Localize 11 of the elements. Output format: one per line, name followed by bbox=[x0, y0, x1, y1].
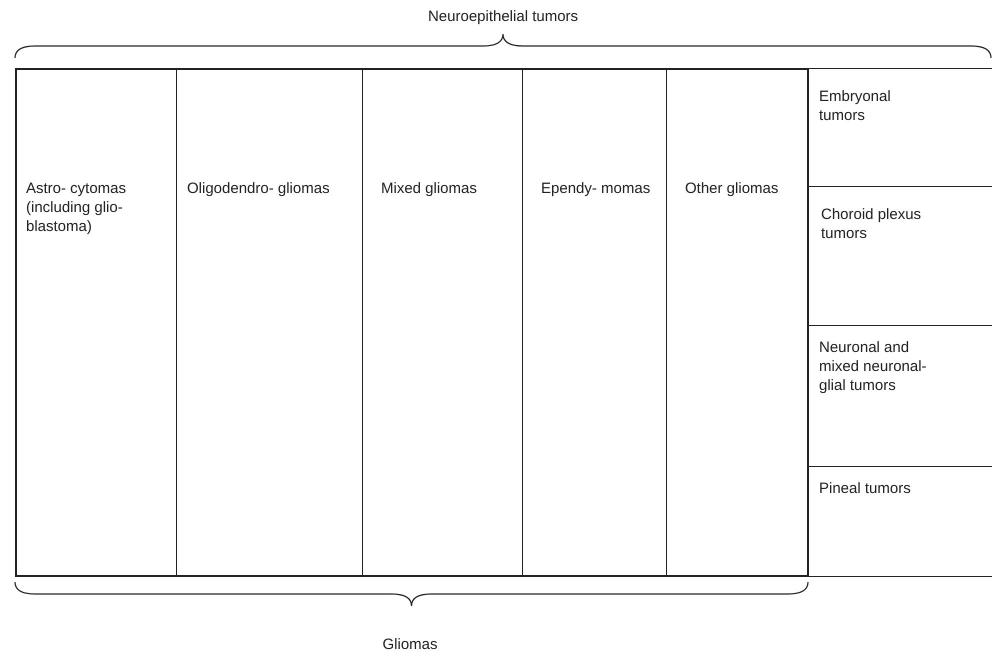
category-label: Oligodendro- gliomas bbox=[187, 179, 331, 198]
category-label: Astro- cytomas (including glio- blastoma) bbox=[26, 179, 128, 236]
category-label: Choroid plexus tumors bbox=[821, 205, 922, 243]
category-label: Neuronal and mixed neuronal-glial tumors bbox=[819, 338, 928, 395]
category-label: Mixed gliomas bbox=[381, 179, 478, 198]
group-label: Neuroepithelial tumors bbox=[428, 8, 578, 25]
category-label: Embryonal tumors bbox=[819, 87, 892, 125]
category-label: Ependy- momas bbox=[541, 179, 651, 198]
category-label: Pineal tumors bbox=[819, 479, 912, 498]
category-label: Other gliomas bbox=[685, 179, 780, 198]
group-label: Gliomas bbox=[382, 636, 438, 653]
